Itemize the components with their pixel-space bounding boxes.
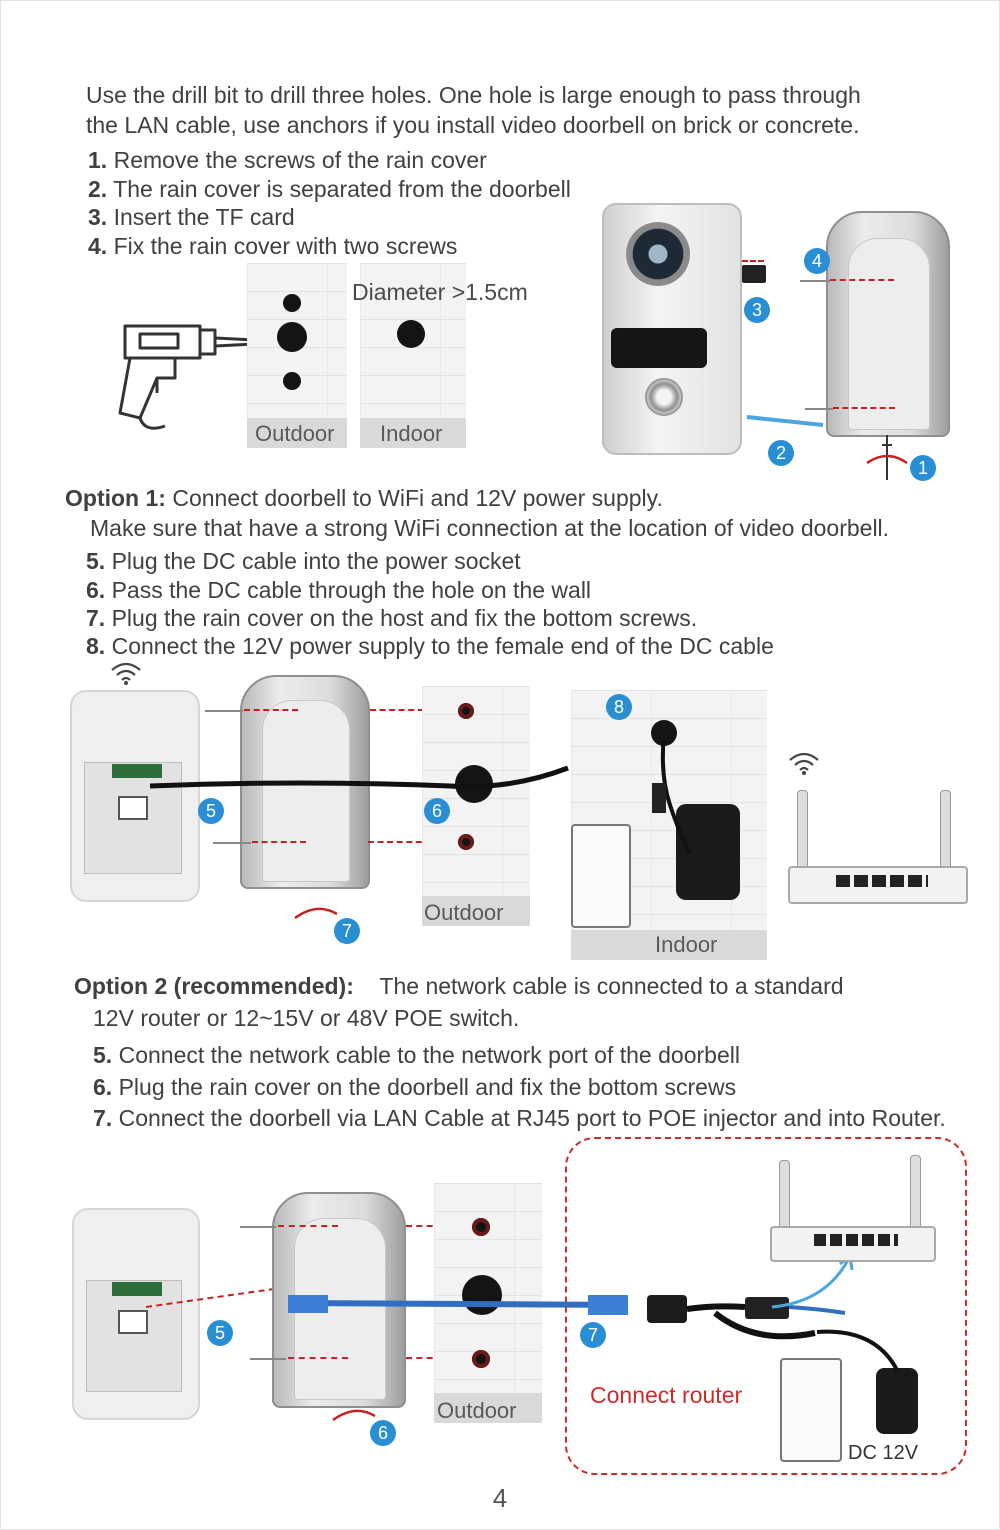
option1-step-8: 8. Connect the 12V power supply to the f… [86, 633, 774, 659]
doorbell-card-reader [611, 328, 707, 368]
page-number: 4 [492, 1483, 508, 1513]
router-antenna-left-1 [797, 790, 808, 870]
screw-line-bottom-1 [833, 407, 895, 409]
step-3: 3. Insert the TF card [88, 204, 295, 230]
outdoor-wall-1 [247, 263, 347, 448]
outdoor-label-1: Outdoor [255, 421, 335, 446]
dc-12v-label: DC 12V [848, 1442, 919, 1464]
screw-line-top-3 [278, 1225, 338, 1227]
wall-hole-small-top [283, 294, 301, 312]
screw-top-2 [205, 710, 243, 712]
option1-step-7: 7. Plug the rain cover on the host and f… [86, 605, 698, 631]
indoor-label-2: Indoor [655, 932, 718, 957]
screw-bottom-3 [250, 1358, 286, 1360]
screw-bottom-2 [213, 842, 251, 844]
intro-line-1: Use the drill bit to drill three holes. … [86, 82, 861, 108]
option1-step-6: 6. Pass the DC cable through the hole on… [86, 577, 592, 603]
screw-bottom-1 [805, 408, 833, 410]
poe-injector [647, 1295, 846, 1340]
power-adapter-2 [876, 1368, 918, 1434]
wall-hole-bottom-3 [472, 1350, 490, 1368]
blue-arrow-icon [746, 415, 824, 427]
badge-8-opt1: 8 [606, 694, 632, 720]
wall-line-top-2 [370, 709, 462, 711]
doorbell-button [645, 378, 683, 416]
tf-card-arrow [742, 260, 764, 262]
badge-7-opt2: 7 [580, 1322, 606, 1348]
router-ports-2 [814, 1234, 898, 1246]
wall-hole-top-3 [472, 1218, 490, 1236]
router-antenna-right-2 [910, 1155, 921, 1232]
indoor-hole [397, 320, 425, 348]
screw-line-top-1 [830, 279, 894, 281]
wall-hole-small-bottom [283, 372, 301, 390]
wall-hole-top-2 [458, 703, 474, 719]
wall-hole-large [277, 322, 307, 352]
option1-heading: Option 1: Connect doorbell to WiFi and 1… [65, 485, 663, 511]
option2-heading: Option 2 (recommended): The network cabl… [74, 973, 844, 999]
router-antenna-left-2 [779, 1160, 790, 1232]
rain-cover-inner-1 [848, 238, 930, 430]
doorbell-camera [626, 222, 690, 286]
badge-5-opt2: 5 [207, 1320, 233, 1346]
option2-step-7: 7. Connect the doorbell via LAN Cable at… [93, 1105, 946, 1131]
rj45-port-2 [118, 1310, 148, 1334]
router-ports-1 [836, 875, 928, 887]
option2-line-2: 12V router or 12~15V or 48V POE switch. [93, 1005, 520, 1031]
rotate-arrow-icon-2 [332, 1409, 376, 1422]
rain-cover-inner-2 [262, 700, 350, 882]
screw-top-1 [800, 280, 830, 282]
bottom-screw-icon [866, 435, 908, 480]
indoor-label-1: Indoor [380, 421, 443, 446]
badge-2: 2 [768, 440, 794, 466]
wifi-icon-router [789, 752, 819, 775]
intro-line-2: the LAN cable, use anchors if you instal… [86, 112, 860, 138]
tf-card [742, 265, 766, 283]
power-adapter-1 [676, 804, 740, 900]
diameter-label: Diameter >1.5cm [352, 279, 528, 305]
back-plate-panel-2 [86, 1280, 182, 1392]
badge-1: 1 [910, 455, 936, 481]
power-outlet-2 [780, 1358, 842, 1462]
badge-6-opt1: 6 [424, 798, 450, 824]
outdoor-wall-2 [422, 686, 530, 926]
connect-router-label: Connect router [590, 1382, 743, 1408]
dc-cable [149, 765, 569, 790]
screw-line-bottom-3 [288, 1357, 348, 1359]
lan-cable [287, 1295, 629, 1315]
step-4: 4. Fix the rain cover with two screws [88, 233, 458, 259]
option1-step-5: 5. Plug the DC cable into the power sock… [86, 548, 521, 574]
badge-4: 4 [804, 248, 830, 274]
terminal-block-1 [112, 764, 162, 778]
option2-step-6: 6. Plug the rain cover on the doorbell a… [93, 1074, 737, 1100]
badge-5-opt1: 5 [198, 798, 224, 824]
wifi-icon [111, 662, 141, 685]
terminal-block-2 [112, 1282, 162, 1296]
wall-hole-bottom-2 [458, 834, 474, 850]
step-2: 2. The rain cover is separated from the … [88, 176, 571, 202]
badge-3: 3 [744, 297, 770, 323]
adapter-cable-2 [816, 1329, 899, 1371]
adapter-cable-1 [652, 734, 692, 854]
drill-icon [118, 324, 257, 430]
screw-line-bottom-2 [252, 841, 306, 843]
power-outlet-1 [571, 824, 631, 928]
screw-top-3 [240, 1226, 276, 1228]
outdoor-label-3: Outdoor [437, 1398, 517, 1423]
rotate-arrow-icon-1 [294, 907, 338, 920]
step-1: 1. Remove the screws of the rain cover [88, 147, 487, 173]
badge-7-opt1: 7 [334, 918, 360, 944]
wall-line-bottom-2 [368, 841, 460, 843]
rj45-port-1 [118, 796, 148, 820]
option2-step-5: 5. Connect the network cable to the netw… [93, 1042, 740, 1068]
badge-6-opt2: 6 [370, 1420, 396, 1446]
option1-note: Make sure that have a strong WiFi connec… [90, 515, 890, 541]
screw-line-top-2 [244, 709, 298, 711]
router-antenna-right-1 [940, 790, 951, 870]
outdoor-label-2: Outdoor [424, 900, 504, 925]
indoor-wall-1 [360, 263, 466, 448]
back-plate-panel-1 [84, 762, 182, 874]
wall-hole-large-3 [462, 1275, 502, 1315]
